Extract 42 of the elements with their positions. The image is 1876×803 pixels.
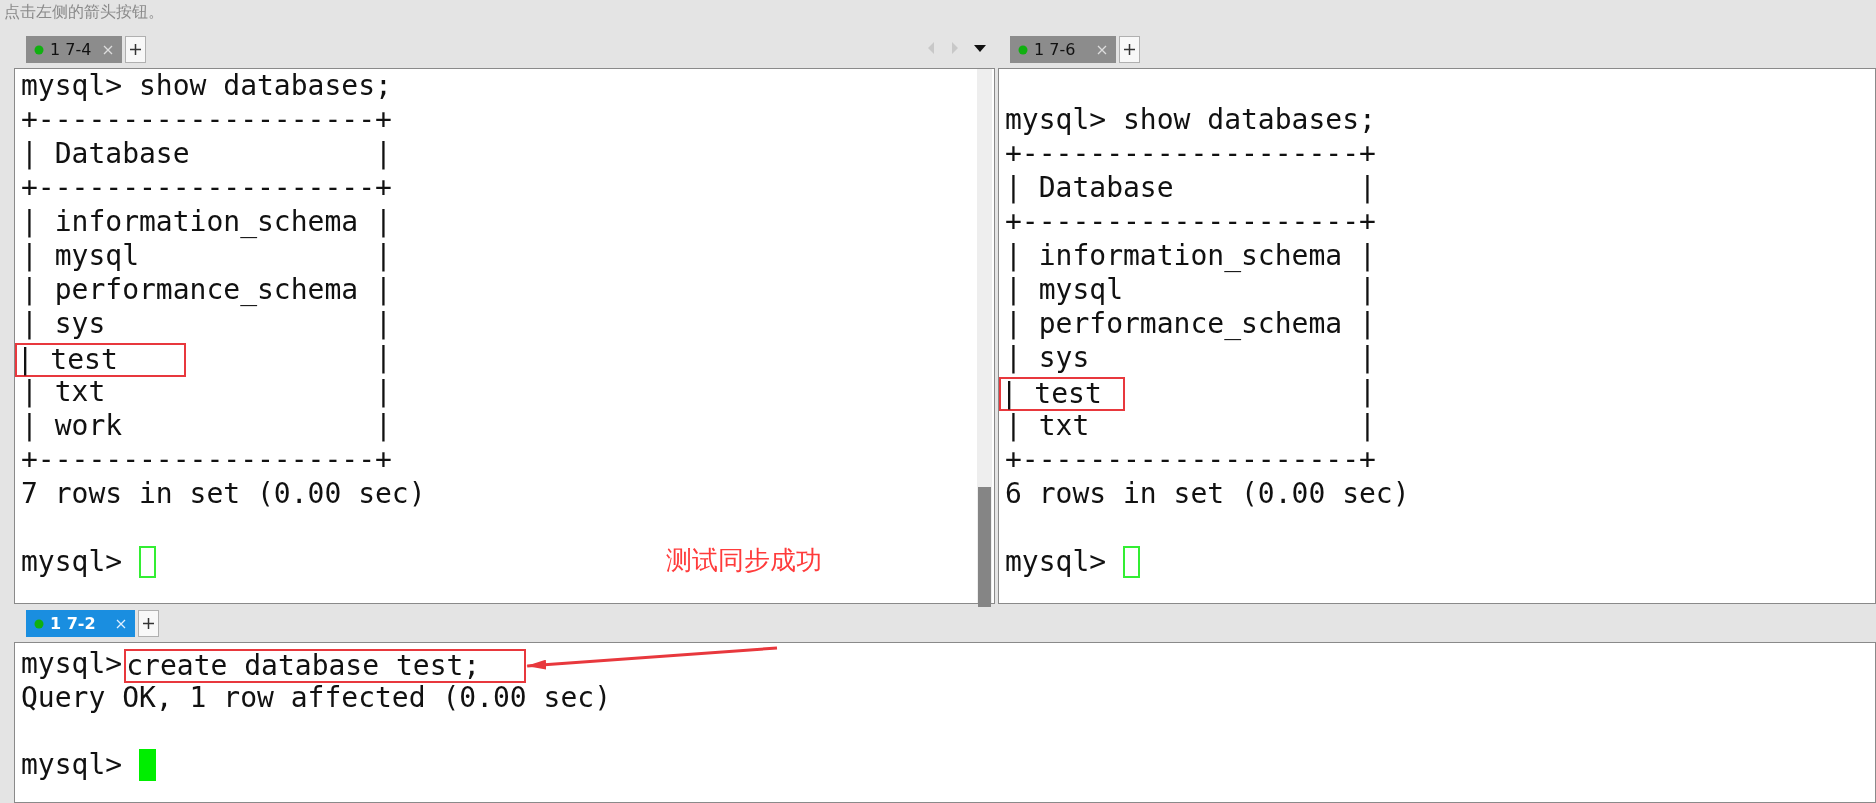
terminal-line: | <box>1359 375 1376 409</box>
terminal-line: | txt | <box>1005 409 1376 443</box>
terminal-line: +--------------------+ <box>1005 443 1376 477</box>
terminal-line: mysql> <box>21 647 123 681</box>
terminal-line: +--------------------+ <box>21 171 392 205</box>
terminal-line: +--------------------+ <box>1005 205 1376 239</box>
terminal-line: +--------------------+ <box>21 103 392 137</box>
highlight-box <box>14 343 186 377</box>
terminal-line: | Database | <box>1005 171 1376 205</box>
terminal-line: | work | <box>21 409 392 443</box>
terminal-line: | test <box>16 343 118 377</box>
terminal-line: create database test; <box>126 649 481 683</box>
terminal-line: 7 rows in set (0.00 sec) <box>21 477 426 511</box>
terminal-line: | Database | <box>21 137 392 171</box>
arrow <box>526 646 778 670</box>
terminal-line: mysql> <box>21 747 123 782</box>
terminal-line: Query OK, 1 row affected (0.00 sec) <box>21 680 611 715</box>
terminal-line: | txt | <box>21 375 392 409</box>
terminal-line: | performance_schema | <box>1005 307 1376 341</box>
hint-text: 点击左侧的箭头按钮。 <box>4 2 164 23</box>
session-tab: 1 7-2 <box>26 610 135 637</box>
terminal-line: mysql> show databases; <box>1005 103 1376 137</box>
terminal-line: | performance_schema | <box>21 273 392 307</box>
annotation-text: 测试同步成功 <box>666 544 822 577</box>
session-tab: 1 7-6 <box>1010 36 1116 63</box>
terminal-line: | <box>375 341 392 375</box>
terminal-line: | mysql | <box>21 239 392 273</box>
terminal-line: mysql> <box>21 545 123 579</box>
terminal-line: | sys | <box>21 307 392 341</box>
terminal-line: +--------------------+ <box>21 443 392 477</box>
terminal-line: | test <box>1000 377 1102 411</box>
highlight-box <box>998 377 1125 411</box>
terminal-line: mysql> show databases; <box>21 69 392 103</box>
terminal-line: +--------------------+ <box>1005 137 1376 171</box>
terminal-line: | mysql | <box>1005 273 1376 307</box>
terminal-line: 6 rows in set (0.00 sec) <box>1005 477 1410 511</box>
session-tab: 1 7-4 <box>26 36 122 63</box>
terminal-window <box>14 610 1876 803</box>
terminal-line: | information_schema | <box>21 205 392 239</box>
terminal-line: | information_schema | <box>1005 239 1376 273</box>
terminal-line: mysql> <box>1005 545 1107 579</box>
terminal-line: | sys | <box>1005 341 1376 375</box>
